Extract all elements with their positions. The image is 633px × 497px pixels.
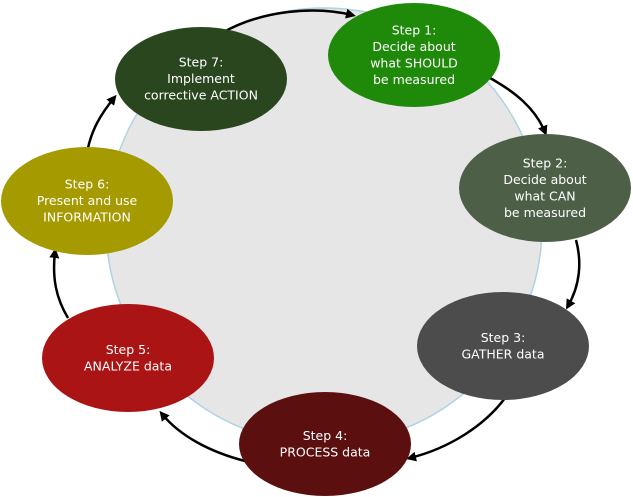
step-1-label-line: Step 1: bbox=[392, 22, 437, 37]
step-2-ellipse bbox=[459, 134, 631, 242]
arrow-step7-to-step1 bbox=[221, 8, 356, 35]
step-4-label-line: PROCESS data bbox=[280, 444, 371, 459]
step-4-label-line: Step 4: bbox=[303, 428, 348, 443]
step-2-label-line: Step 2: bbox=[523, 155, 568, 170]
step-1-label-line: what SHOULD bbox=[370, 55, 458, 70]
arrow-step4-to-step5 bbox=[159, 410, 246, 463]
step-7-ellipse bbox=[115, 27, 287, 131]
arrow-step3-to-step4 bbox=[406, 397, 507, 462]
step-5-label-line: ANALYZE data bbox=[84, 358, 172, 373]
step-2-label-line: Decide about bbox=[503, 172, 586, 187]
step-3-node: Step 3:GATHER data bbox=[417, 292, 589, 400]
step-4-node: Step 4:PROCESS data bbox=[239, 392, 411, 496]
step-3-label-line: Step 3: bbox=[481, 330, 526, 345]
step-4-ellipse bbox=[239, 392, 411, 496]
step-6-label-line: Step 6: bbox=[65, 177, 110, 192]
step-1-label-line: Decide about bbox=[372, 39, 455, 54]
step-5-label-line: Step 5: bbox=[106, 342, 151, 357]
arrow-step6-to-step7 bbox=[86, 94, 117, 149]
step-6-label-line: Present and use bbox=[37, 193, 138, 208]
arrow-step5-to-step6 bbox=[49, 248, 70, 319]
arrow-step1-to-step2 bbox=[489, 76, 548, 136]
cycle-arrows bbox=[49, 8, 581, 463]
step-6-ellipse bbox=[1, 147, 173, 255]
step-7-label-line: corrective ACTION bbox=[144, 88, 258, 103]
step-7-label-line: Step 7: bbox=[179, 55, 224, 70]
step-6-label-line: INFORMATION bbox=[43, 210, 131, 225]
step-2-label-line: what CAN bbox=[514, 188, 575, 203]
step-3-label-line: GATHER data bbox=[461, 346, 544, 361]
step-7-node: Step 7:Implement corrective ACTION bbox=[115, 27, 287, 131]
step-5-ellipse bbox=[42, 304, 214, 412]
step-1-ellipse bbox=[328, 3, 500, 107]
step-3-ellipse bbox=[417, 292, 589, 400]
step-7-label-line: Implement bbox=[167, 71, 235, 86]
step-2-label-line: be measured bbox=[504, 205, 586, 220]
step-5-node: Step 5:ANALYZE data bbox=[42, 304, 214, 412]
arrow-step2-to-step3 bbox=[566, 239, 581, 310]
step-1-label-line: be measured bbox=[373, 72, 455, 87]
